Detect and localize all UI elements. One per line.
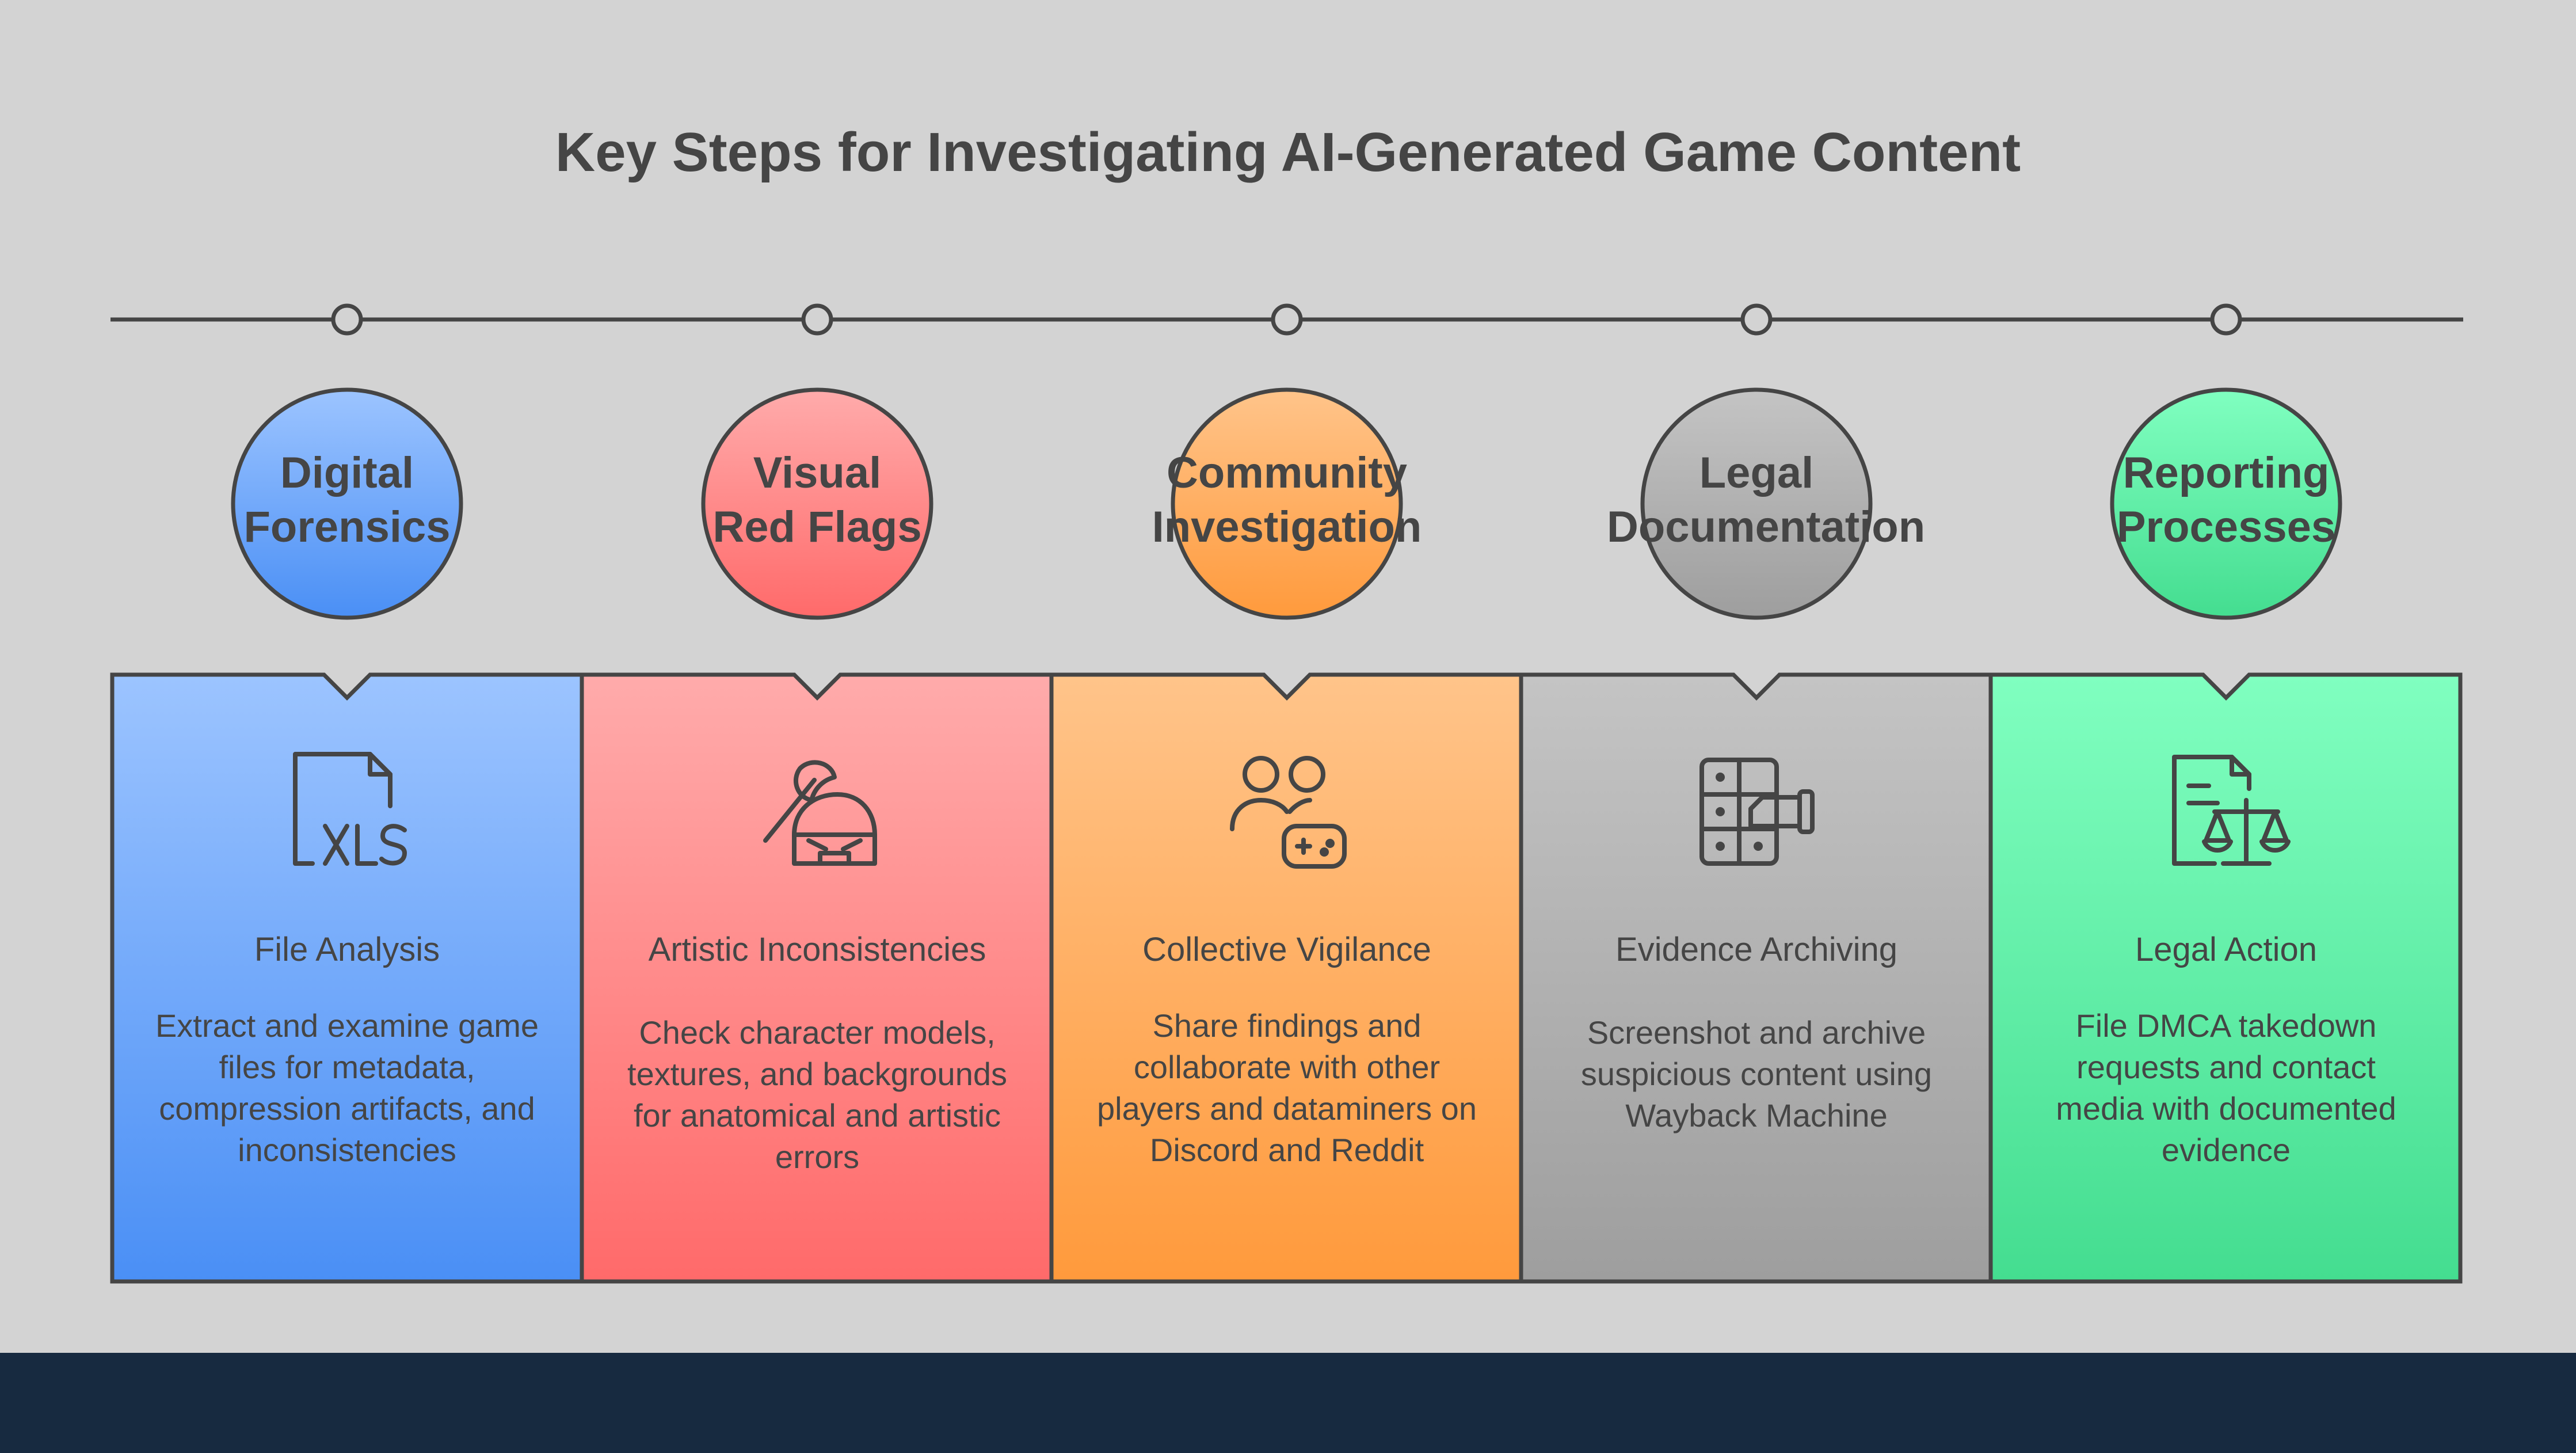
- film-archive-icon: [1699, 758, 1815, 866]
- timeline-dot: [2210, 303, 2242, 336]
- step-heading: Artistic Inconsistencies: [648, 931, 986, 968]
- step-heading: Evidence Archiving: [1615, 931, 1898, 968]
- step-title-line2: Forensics: [243, 503, 451, 551]
- step-title-line1: Legal: [1699, 448, 1814, 497]
- diagram-graphics: [110, 303, 2463, 1284]
- step-title-line1: Reporting: [2122, 448, 2330, 497]
- gamers-group-icon: [1230, 756, 1347, 869]
- step-title-line2: Processes: [2116, 503, 2336, 551]
- step-card: [580, 672, 1054, 1284]
- timeline-dot: [1271, 303, 1303, 336]
- diagram-title: Key Steps for Investigating AI-Generated…: [555, 121, 2021, 183]
- timeline-dot: [1740, 303, 1773, 336]
- step-card: [1519, 672, 1993, 1284]
- timeline-dot: [331, 303, 363, 336]
- step-card: [1988, 672, 2463, 1284]
- step-circle: [1171, 387, 1403, 620]
- step-card: [1049, 672, 1523, 1284]
- step-heading: File Analysis: [254, 931, 440, 968]
- step-circle: [1640, 387, 1873, 620]
- step-description: Extract and examine game files for metad…: [155, 1007, 539, 1168]
- xls-file-icon: [293, 752, 407, 866]
- step-description: Share findings and collaborate with othe…: [1097, 1007, 1477, 1168]
- step-title-line2: Documentation: [1607, 503, 1926, 551]
- step-title-line1: Community: [1167, 448, 1407, 497]
- step-card: [110, 672, 584, 1284]
- step-heading: Collective Vigilance: [1142, 931, 1431, 968]
- timeline-dot: [801, 303, 833, 336]
- legal-document-scales-icon: [2172, 755, 2291, 866]
- step-title-line2: Investigation: [1152, 503, 1422, 551]
- footer-band: [0, 1353, 2576, 1453]
- step-title-line1: Digital: [280, 448, 414, 497]
- step-circle: [2110, 387, 2342, 620]
- step-title-line2: Red Flags: [712, 503, 922, 551]
- step-description: File DMCA takedown requests and contact …: [2056, 1007, 2396, 1168]
- step-description: Screenshot and archive suspicious conten…: [1580, 1014, 1933, 1134]
- step-heading: Legal Action: [2135, 931, 2318, 968]
- step-description: Check character models, textures, and ba…: [627, 1014, 1007, 1175]
- step-circle: [231, 387, 463, 620]
- step-title-line1: Visual: [753, 448, 882, 497]
- warrior-axe-icon: [763, 760, 877, 866]
- step-circle: [701, 387, 933, 620]
